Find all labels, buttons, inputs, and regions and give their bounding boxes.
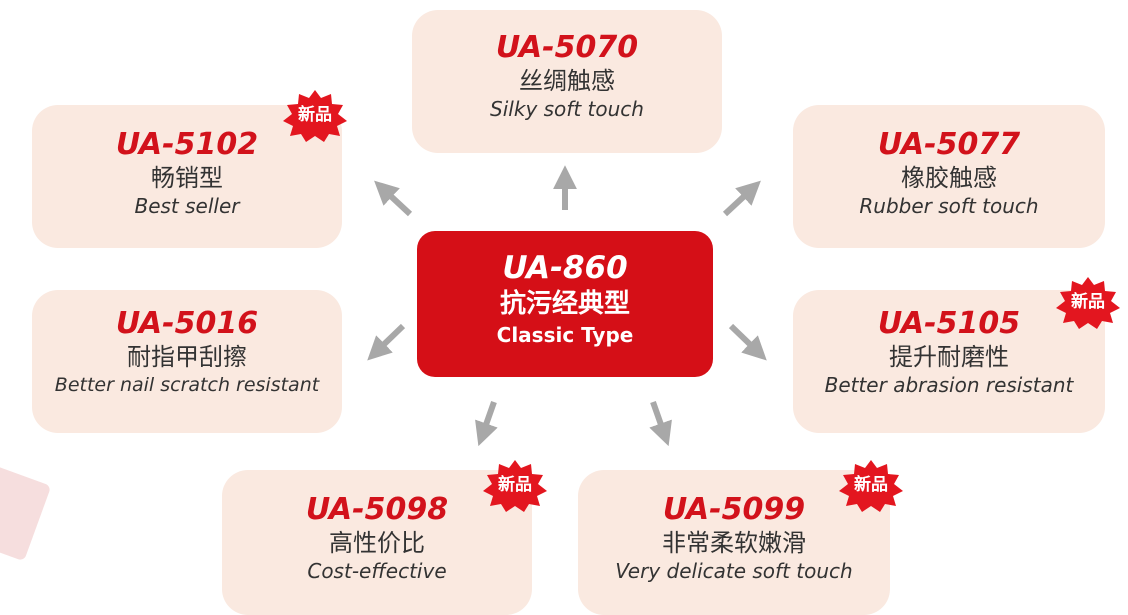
product-name-zh: 橡胶触感 — [901, 164, 997, 192]
new-badge-5102: 新品 — [280, 88, 350, 142]
arrow-to-5102 — [374, 180, 413, 217]
new-badge-5105: 新品 — [1053, 275, 1123, 329]
arrow-to-5099 — [649, 401, 672, 447]
new-badge-label: 新品 — [298, 105, 332, 125]
product-name-zh: 畅销型 — [151, 164, 223, 192]
product-name-zh: 高性价比 — [329, 529, 425, 557]
new-badge-label: 新品 — [1071, 292, 1105, 312]
burst-icon — [483, 460, 547, 512]
new-badge-label: 新品 — [498, 475, 532, 495]
product-code: UA-5070 — [495, 30, 639, 65]
burst-icon — [283, 90, 347, 142]
product-name-zh: 耐指甲刮擦 — [127, 343, 247, 371]
center-product-box: UA-860 抗污经典型 Classic Type — [417, 231, 713, 377]
center-name-en: Classic Type — [496, 323, 634, 347]
product-name-en: Cost-effective — [307, 559, 447, 583]
product-card-5016: UA-5016 耐指甲刮擦 Better nail scratch resist… — [32, 290, 342, 433]
new-badge-5099: 新品 — [836, 458, 906, 512]
product-name-en: Rubber soft touch — [859, 194, 1039, 218]
center-name-zh: 抗污经典型 — [499, 289, 630, 319]
product-code: UA-5016 — [115, 306, 259, 341]
product-code: UA-5102 — [115, 127, 259, 162]
new-badge-5098: 新品 — [480, 458, 550, 512]
new-badge-label: 新品 — [854, 475, 888, 495]
product-code: UA-5099 — [662, 492, 806, 527]
product-code: UA-5098 — [305, 492, 449, 527]
product-code: UA-5105 — [877, 306, 1021, 341]
product-name-en: Better nail scratch resistant — [54, 374, 320, 396]
product-card-5070: UA-5070 丝绸触感 Silky soft touch — [412, 10, 722, 153]
product-card-5099: UA-5099 非常柔软嫩滑 Very delicate soft touch — [578, 470, 890, 615]
product-name-en: Silky soft touch — [490, 97, 644, 121]
product-name-en: Better abrasion resistant — [824, 373, 1074, 397]
product-code: UA-5077 — [877, 127, 1021, 162]
arrow-to-5098 — [475, 401, 498, 447]
center-code: UA-860 — [502, 250, 628, 286]
burst-icon — [839, 460, 903, 512]
product-card-5077: UA-5077 橡胶触感 Rubber soft touch — [793, 105, 1105, 248]
product-name-zh: 丝绸触感 — [519, 67, 615, 95]
arrow-to-5105 — [728, 323, 767, 361]
product-name-en: Very delicate soft touch — [615, 559, 853, 583]
burst-icon — [1056, 277, 1120, 329]
product-card-5105: UA-5105 提升耐磨性 Better abrasion resistant — [793, 290, 1105, 433]
arrow-to-5016 — [367, 323, 406, 361]
product-name-zh: 非常柔软嫩滑 — [662, 529, 806, 557]
arrow-to-5077 — [722, 180, 761, 217]
product-card-5098: UA-5098 高性价比 Cost-effective — [222, 470, 532, 615]
product-name-en: Best seller — [134, 194, 240, 218]
product-name-zh: 提升耐磨性 — [889, 343, 1009, 371]
product-card-5102: UA-5102 畅销型 Best seller — [32, 105, 342, 248]
